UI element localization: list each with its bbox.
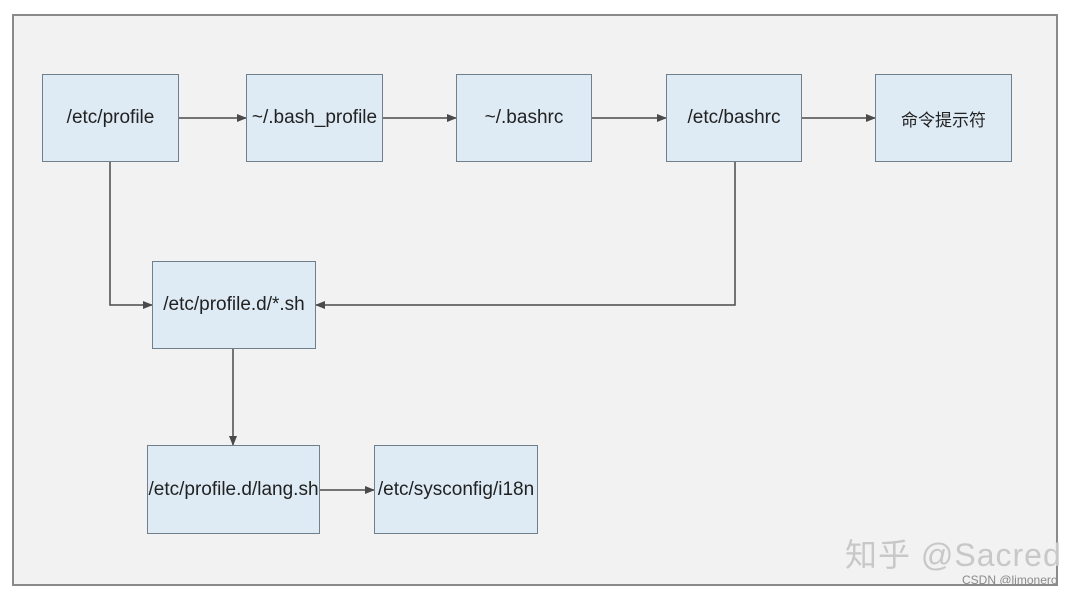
watermark-text: 知乎 @Sacred — [845, 537, 1062, 573]
credit-text: CSDN @limonero — [962, 573, 1058, 587]
node-home-bashrc: ~/.bashrc — [456, 74, 592, 162]
node-sysconfig-i18n: /etc/sysconfig/i18n — [374, 445, 538, 534]
edge-profile-to-profile-d — [109, 162, 153, 309]
node-command-prompt: 命令提示符 — [875, 74, 1012, 162]
node-lang-sh: /etc/profile.d/lang.sh — [147, 445, 320, 534]
node-etc-profile: /etc/profile — [42, 74, 179, 162]
node-profile-d: /etc/profile.d/*.sh — [152, 261, 316, 349]
edge-etc-bashrc-to-profile-d — [315, 162, 736, 309]
node-etc-bashrc: /etc/bashrc — [666, 74, 802, 162]
node-bash-profile: ~/.bash_profile — [246, 74, 383, 162]
